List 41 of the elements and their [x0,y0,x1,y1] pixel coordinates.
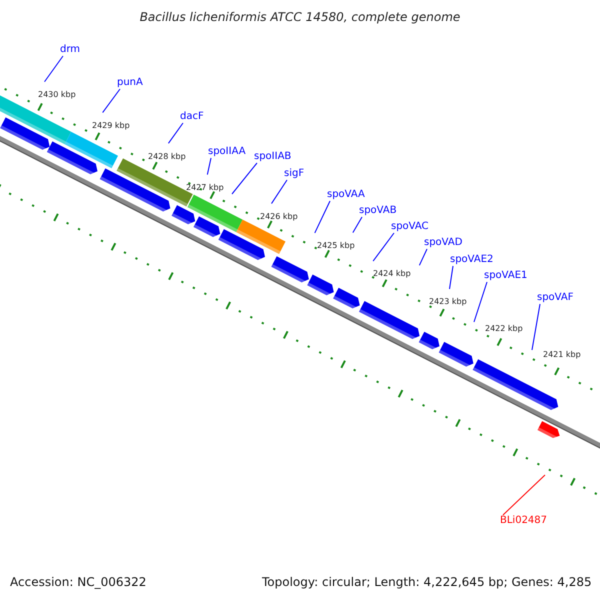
leader-line [352,216,362,234]
position-label: 2424 kbp [373,269,411,279]
title: Bacillus licheniformis ATCC 14580, complete genome [138,10,462,25]
leader-line [372,232,394,262]
position-label: 2421 kbp [543,350,581,360]
gene-label: spoVAE1 [484,270,528,282]
position-label: 2422 kbp [485,324,523,334]
gene-label: spoVAB [359,205,397,217]
leader-line [474,282,488,322]
gene-label: punA [117,77,143,89]
leader-line [102,88,120,114]
position-label: 2426 kbp [260,212,298,222]
gene-label: spoVAA [327,189,365,201]
gene-label: spoVAE2 [450,254,494,266]
leader-line [502,474,546,516]
leader-line [314,200,330,234]
gene-label: spoIIAA [208,146,246,158]
leader-line [418,248,428,266]
leader-line [271,180,288,204]
position-label: 2425 kbp [317,241,355,251]
gene-label: drm [60,44,80,56]
position-label: 2428 kbp [148,152,186,162]
accession-text: Accession: NC_006322 [10,575,146,589]
leader-line [532,304,540,350]
gene-label: spoVAD [424,237,462,249]
genome-summary-text: Topology: circular; Length: 4,222,645 bp; Genes: 4,285 [262,575,592,589]
position-label: 2430 kbp [38,90,76,100]
gene-label: spoVAC [391,221,429,233]
gene-label: sigF [284,168,304,180]
gene-label: spoVAF [537,292,574,304]
gene-label: spoIIAB [254,151,292,163]
position-label: 2429 kbp [92,121,130,131]
leader-line [44,56,64,82]
gene-label: BLi02487 [500,515,548,527]
leader-line [206,158,212,176]
position-label: 2427 kbp [186,183,224,193]
leader-line [232,162,258,194]
position-label: 2423 kbp [429,297,467,307]
leader-line [449,266,454,290]
leader-line [168,122,184,144]
gene-label: dacF [180,111,204,123]
